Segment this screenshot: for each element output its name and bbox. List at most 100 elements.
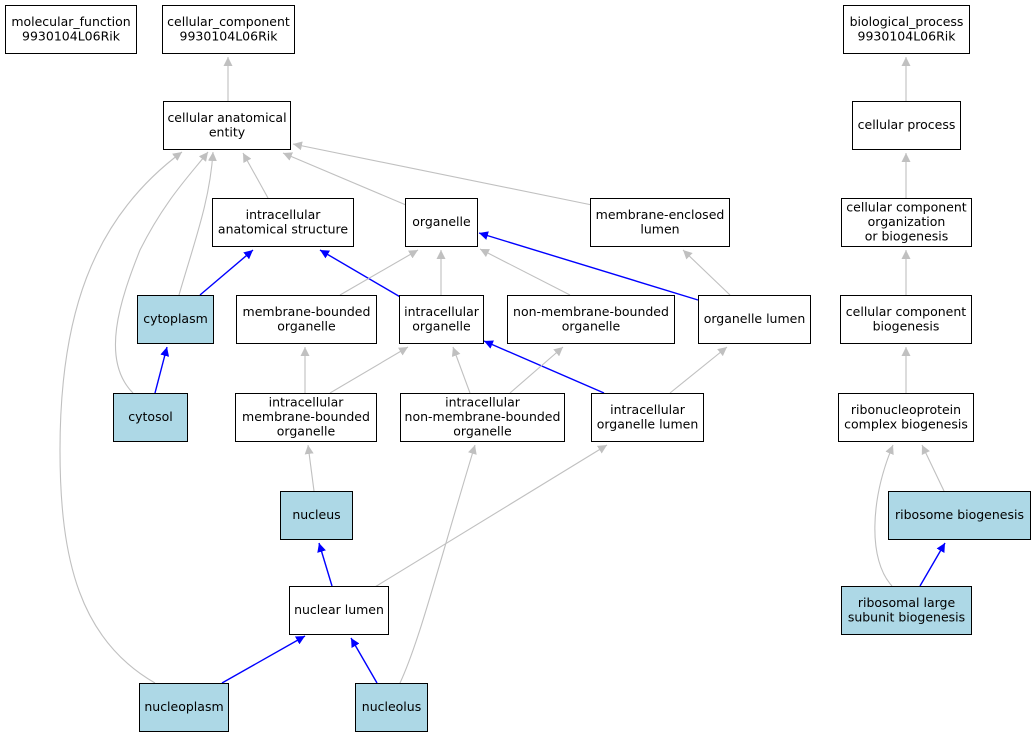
node-label-line: non-membrane-bounded: [513, 304, 669, 319]
edge-inmbo-to-io: [451, 346, 471, 394]
edge-nucleolus-to-inmbo: [399, 444, 477, 684]
edge-rb-to-rcb: [921, 444, 945, 492]
node-organelle-lumen[interactable]: organelle lumen: [698, 295, 811, 344]
node-box: [591, 393, 704, 442]
node-label-line: organelle: [453, 424, 512, 439]
node-cytosol[interactable]: cytosol: [113, 393, 188, 442]
edge-nucleoplasm-to-nl: [221, 635, 306, 684]
edge-layer: [59, 57, 946, 684]
edge-cyto-to-cae: [178, 151, 217, 296]
node-label-line: molecular_function: [11, 14, 130, 29]
edge-mbo-to-org: [339, 249, 419, 296]
node-box: [888, 491, 1031, 540]
node-box: [139, 683, 229, 732]
edge-io-to-ias: [319, 249, 403, 299]
node-box: [162, 5, 295, 54]
node-label-line: cytosol: [128, 409, 172, 424]
edge-cytosol-to-cyto: [154, 346, 170, 394]
node-label-line: or biogenesis: [865, 229, 949, 244]
node-intracellular-non-membrane-bounded-organelle[interactable]: intracellularnon-membrane-boundedorganel…: [400, 393, 565, 442]
edge-nucleolus-to-nl: [350, 637, 378, 684]
node-label-line: intracellular: [404, 304, 480, 319]
node-label-line: subunit biogenesis: [848, 609, 965, 624]
node-nucleus[interactable]: nucleus: [280, 491, 353, 540]
node-label-line: cellular process: [858, 117, 956, 132]
edge-rlsb-to-rb: [919, 542, 946, 587]
node-box: [843, 5, 970, 54]
node-cytoplasm[interactable]: cytoplasm: [137, 295, 214, 344]
node-ribosome-biogenesis[interactable]: ribosome biogenesis: [888, 491, 1031, 540]
node-box: [236, 295, 377, 344]
node-box: [841, 198, 972, 247]
node-label-line: cellular anatomical: [167, 110, 286, 125]
node-box: [113, 393, 188, 442]
edge-org-to-cae: [282, 152, 407, 206]
node-box: [838, 393, 974, 442]
node-box: [5, 5, 137, 54]
node-label-line: complex biogenesis: [844, 416, 968, 431]
node-label-line: nuclear lumen: [294, 602, 384, 617]
node-label-line: nucleus: [292, 507, 340, 522]
node-box: [841, 586, 972, 635]
node-label-line: biogenesis: [873, 318, 940, 333]
node-label-line: intracellular: [269, 395, 345, 410]
node-box: [355, 683, 428, 732]
node-cellular-process[interactable]: cellular process: [852, 101, 961, 150]
node-box: [852, 101, 961, 150]
edge-nucleoplasm-to-cae: [59, 151, 183, 684]
edge-ias-to-cae: [242, 152, 269, 199]
edge-nl-to-iol: [369, 444, 608, 591]
node-box: [163, 101, 291, 150]
node-label-line: entity: [209, 124, 246, 139]
node-box: [590, 198, 730, 247]
node-nucleoplasm[interactable]: nucleoplasm: [139, 683, 229, 732]
node-label-line: lumen: [640, 221, 679, 236]
edge-cyto-to-ias: [199, 249, 254, 296]
node-box: [137, 295, 214, 344]
node-label-line: cellular_component: [167, 14, 290, 29]
node-nucleolus[interactable]: nucleolus: [355, 683, 428, 732]
node-label-line: 9930104L06Rik: [858, 28, 957, 43]
node-label-line: organelle lumen: [597, 416, 699, 431]
node-box: [289, 586, 389, 635]
node-label-line: organization: [868, 214, 946, 229]
node-label-line: cellular component: [846, 304, 966, 319]
edge-nmbo-to-org: [479, 248, 571, 296]
edge-inmbo-to-nmbo: [509, 346, 564, 394]
node-label-line: biological_process: [850, 14, 964, 29]
edge-rlsb-to-rcb: [874, 444, 894, 587]
edge-ol-to-org: [478, 231, 699, 301]
node-label-line: membrane-enclosed: [596, 207, 725, 222]
node-box: [507, 295, 675, 344]
node-label-line: organelle: [412, 214, 471, 229]
node-layer: molecular_function9930104L06Rikcellular_…: [5, 5, 1031, 732]
node-box: [399, 295, 484, 344]
node-box: [400, 393, 565, 442]
node-label-line: organelle: [277, 424, 336, 439]
node-label-line: nucleolus: [362, 699, 421, 714]
node-organelle[interactable]: organelle: [405, 198, 478, 247]
node-label-line: 9930104L06Rik: [180, 28, 279, 43]
node-label-line: intracellular: [610, 402, 686, 417]
node-label-line: membrane-bounded: [243, 304, 371, 319]
node-box: [405, 198, 478, 247]
node-label-line: anatomical structure: [218, 221, 348, 236]
node-label-line: intracellular: [246, 207, 322, 222]
node-nuclear-lumen[interactable]: nuclear lumen: [289, 586, 389, 635]
